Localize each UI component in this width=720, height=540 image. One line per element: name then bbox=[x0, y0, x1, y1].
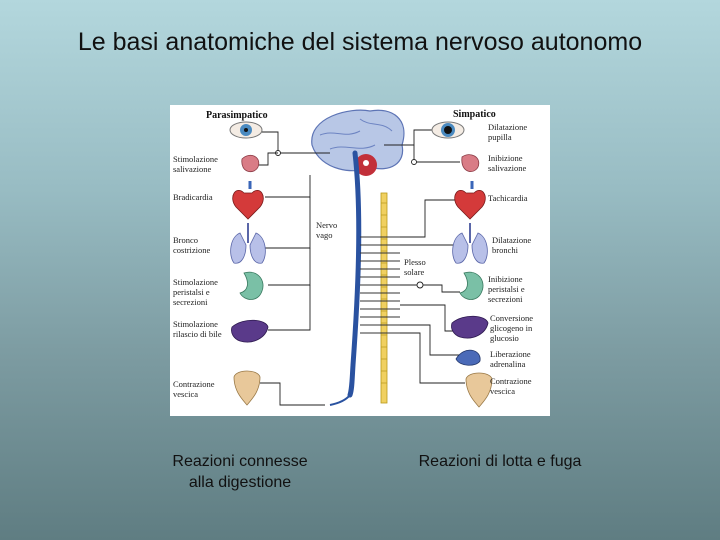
diagram-svg: Parasimpatico Simpatico bbox=[173, 109, 533, 408]
parasympathetic-nerves bbox=[255, 131, 330, 406]
caption-digestion-line-1: Reazioni connesse bbox=[172, 453, 308, 470]
caption-digestion: Reazioni connesse alla digestione bbox=[150, 451, 330, 493]
stomach-left-icon bbox=[239, 271, 264, 300]
adrenal-gland-right-icon bbox=[455, 349, 481, 366]
sympathetic-nerves bbox=[384, 129, 465, 384]
spinal-cord bbox=[347, 150, 362, 398]
label-bradycardia: Bradicardia bbox=[173, 192, 213, 202]
lungs-left-icon bbox=[230, 223, 266, 264]
salivary-gland-left-icon bbox=[241, 154, 260, 173]
sacral-outflow bbox=[329, 394, 351, 406]
caption-fight-or-flight: Reazioni di lotta e fuga bbox=[418, 453, 582, 470]
eye-left-icon bbox=[229, 121, 263, 139]
salivary-gland-right-icon bbox=[461, 154, 480, 172]
slide-title: Le basi anatomiche del sistema nervoso a… bbox=[77, 28, 643, 56]
caption-digestion-line-2: alla digestione bbox=[188, 474, 292, 491]
bladder-right-icon bbox=[465, 372, 493, 408]
cord-chain-connections bbox=[360, 236, 400, 334]
heart-left-icon bbox=[232, 181, 264, 220]
eye-right-icon bbox=[431, 121, 465, 139]
header-parasympathetic: Parasimpatico bbox=[206, 110, 268, 121]
heart-right-icon bbox=[454, 181, 486, 220]
liver-right-icon bbox=[451, 315, 489, 339]
stomach-right-icon bbox=[459, 271, 484, 300]
header-sympathetic: Simpatico bbox=[453, 109, 496, 120]
bladder-left-icon bbox=[233, 370, 261, 406]
label-tachycardia: Tachicardia bbox=[488, 193, 528, 203]
lungs-right-icon bbox=[452, 223, 488, 264]
autonomic-nervous-system-figure: Parasimpatico Simpatico bbox=[170, 105, 550, 416]
liver-left-icon bbox=[231, 319, 269, 343]
sympathetic-chain bbox=[380, 192, 388, 404]
